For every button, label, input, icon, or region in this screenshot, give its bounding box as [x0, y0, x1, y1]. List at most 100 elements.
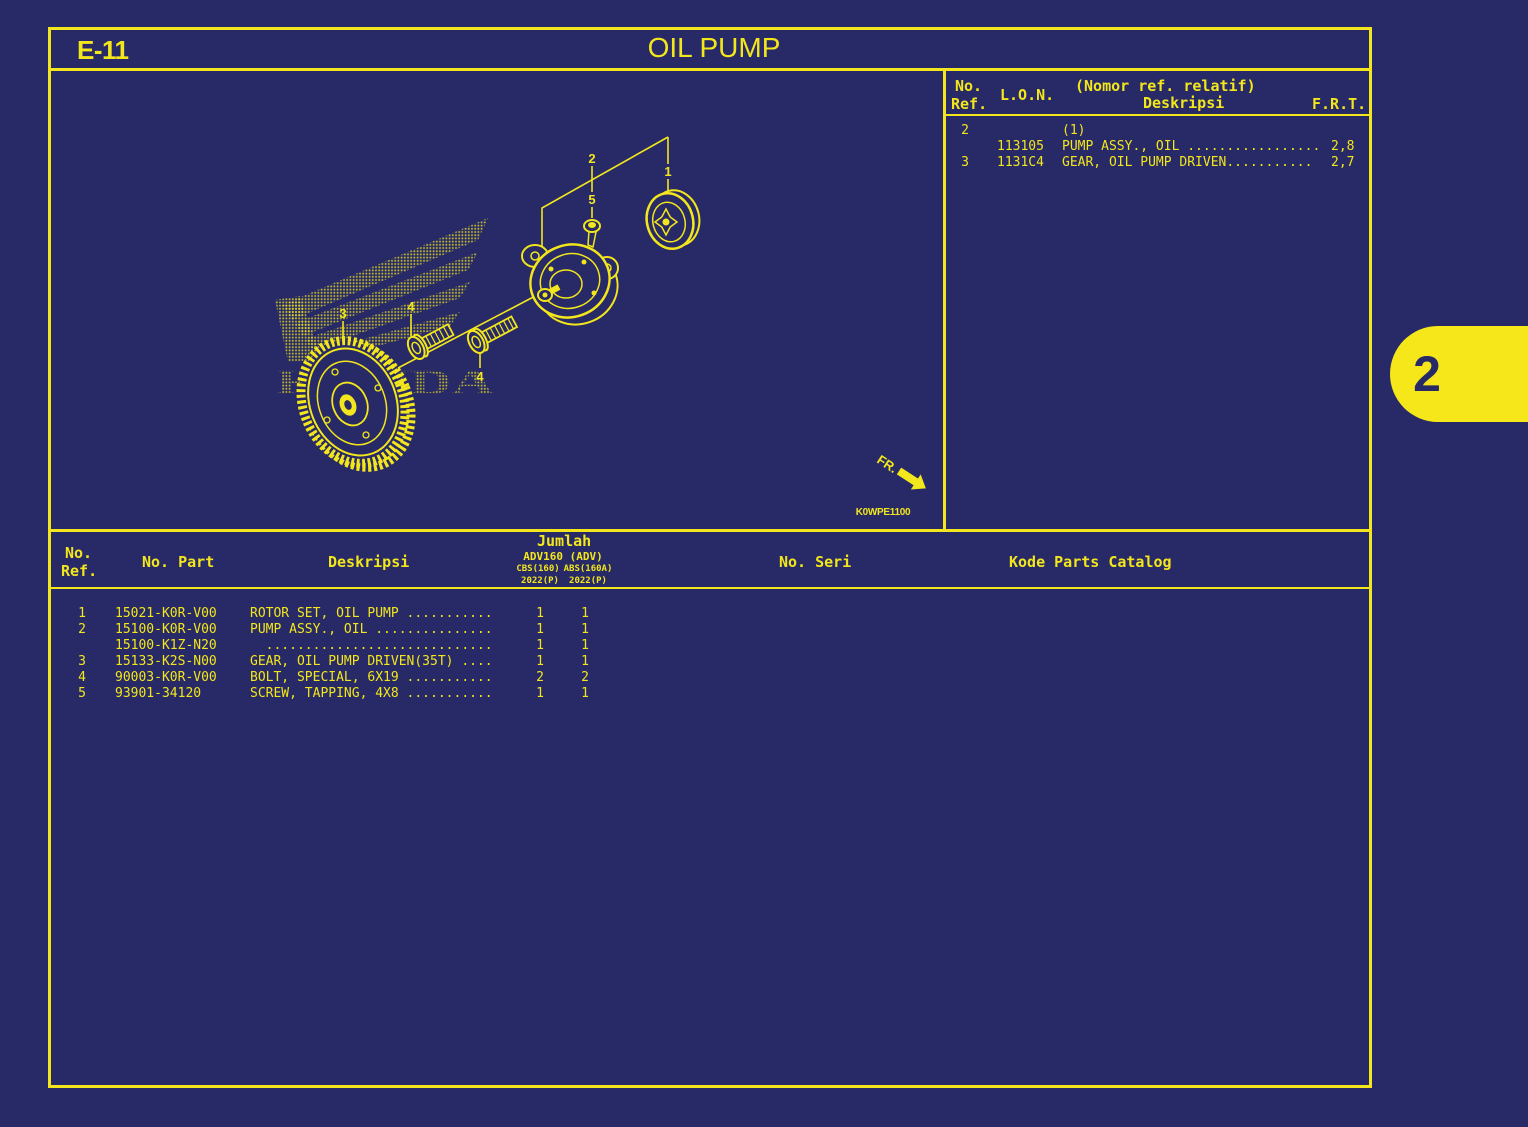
- part-number: 15100-K1Z-N20: [115, 638, 217, 653]
- bolt-head: [406, 335, 426, 361]
- part-description: PUMP ASSY., OIL ...............: [250, 622, 493, 637]
- table-header-year-2: 2022(P): [569, 576, 607, 586]
- special-bolt-b: [466, 315, 519, 355]
- gear-hub: [331, 381, 369, 427]
- reference-header-divider: [944, 114, 1371, 116]
- diagram-panel-divider: [943, 70, 946, 531]
- title-divider: [48, 68, 1372, 71]
- callouts: 2 1 5 3 4 4: [339, 151, 671, 384]
- table-row: 5 93901-34120 SCREW, TAPPING, 4X8 ......…: [0, 686, 1528, 702]
- ref-description: PUMP ASSY., OIL .................: [1062, 139, 1321, 154]
- part-number: 15021-K0R-V00: [115, 606, 217, 621]
- ref-number: [958, 139, 972, 155]
- quantity-cbs: 1: [536, 606, 544, 621]
- rotor-outer-inner-edge: [651, 201, 687, 243]
- rotor-set: [645, 189, 701, 250]
- ref-number: 3: [78, 654, 86, 669]
- quantity-abs: 1: [581, 686, 589, 701]
- special-bolt-a: [406, 323, 455, 361]
- gear-web-hole: [362, 431, 370, 439]
- pump-face-hole: [548, 266, 554, 272]
- frt-value: 2,7: [1331, 155, 1355, 170]
- table-header-no: No.: [65, 544, 93, 562]
- table-row: 4 90003-K0R-V00 BOLT, SPECIAL, 6X19 ....…: [0, 670, 1528, 686]
- callout-rotor-set: 1: [664, 164, 671, 179]
- quantity-abs: 1: [581, 606, 589, 621]
- section-code: E-11: [77, 35, 129, 65]
- logo-wing-feather: [295, 252, 478, 336]
- table-header-variant-1: CBS(160): [516, 564, 560, 574]
- table-header-catalog-code: Kode Parts Catalog: [1009, 553, 1172, 571]
- part-number: 15100-K0R-V00: [115, 622, 217, 637]
- ref-panel-row: 113105 PUMP ASSY., OIL .................…: [0, 139, 1528, 155]
- table-header-year-1: 2022(P): [521, 576, 559, 586]
- table-row: 2 15100-K0R-V00 PUMP ASSY., OIL ........…: [0, 622, 1528, 638]
- rotor-inner-lobes: [653, 207, 679, 237]
- ref-number: 5: [78, 686, 86, 701]
- leader-line: [541, 136, 669, 248]
- part-description: GEAR, OIL PUMP DRIVEN(35T) ....: [250, 654, 493, 669]
- table-top-divider: [48, 529, 1372, 532]
- part-number: 15133-K2S-N00: [115, 654, 217, 669]
- ref-panel-header-description: Deskripsi: [1143, 94, 1225, 112]
- quantity-abs: 1: [581, 638, 589, 653]
- table-header-part-no: No. Part: [142, 553, 215, 571]
- pump-shaft-center: [542, 292, 548, 298]
- logo-wing-feather: [282, 218, 488, 320]
- gear-bore: [344, 400, 352, 410]
- part-number: 93901-34120: [115, 686, 202, 701]
- part-description: ROTOR SET, OIL PUMP ...........: [250, 606, 493, 621]
- page-title: OIL PUMP: [647, 32, 781, 63]
- chapter-tab-label: 2: [1413, 346, 1441, 402]
- ref-number: 4: [78, 670, 86, 685]
- logo-wing-feather: [305, 282, 470, 350]
- chapter-tab[interactable]: 2: [1390, 326, 1528, 422]
- lon-code: 1131C4: [997, 155, 1044, 170]
- ref-panel-header-lon: L.O.N.: [1000, 86, 1055, 104]
- quantity-cbs: 1: [536, 654, 544, 669]
- ref-number: 3: [961, 155, 969, 170]
- quantity-cbs: 1: [536, 686, 544, 701]
- bolt-thread: [485, 318, 515, 341]
- quantity-abs: 2: [581, 670, 589, 685]
- callout-bolt-a: 4: [407, 299, 415, 314]
- oil-pump-assembly: [521, 243, 619, 326]
- ref-panel-header-no: No.: [955, 77, 983, 95]
- callout-tapping-screw: 5: [588, 192, 595, 207]
- callout-bolt-b: 4: [476, 369, 484, 384]
- table-header-description: Deskripsi: [328, 553, 410, 571]
- table-row: 15100-K1Z-N20 ..........................…: [0, 638, 1528, 654]
- screw-head-top: [588, 222, 596, 228]
- quantity-cbs: 1: [536, 622, 544, 637]
- pump-mount-hole: [530, 251, 540, 261]
- rotor-bore: [662, 218, 670, 226]
- logo-wing-base: [275, 296, 322, 362]
- ref-panel-row: 2 (1): [0, 123, 1528, 139]
- frt-value: 2,8: [1331, 139, 1355, 154]
- table-header-ref: Ref.: [61, 562, 98, 580]
- part-description: BOLT, SPECIAL, 6X19 ...........: [250, 670, 493, 685]
- pump-inner-ring: [549, 269, 583, 299]
- table-header-serial-no: No. Seri: [779, 553, 852, 571]
- ref-description: (1): [1062, 123, 1086, 138]
- ref-panel-header-relative-ref: (Nomor ref. relatif): [1075, 77, 1256, 95]
- ref-number: [72, 638, 92, 654]
- quantity-cbs: 2: [536, 670, 544, 685]
- quantity-abs: 1: [581, 654, 589, 669]
- screw-shank: [587, 230, 597, 249]
- quantity-abs: 1: [581, 622, 589, 637]
- bolt-socket: [471, 335, 482, 349]
- gear-web-hole: [374, 384, 382, 392]
- ref-number: 2: [961, 123, 969, 138]
- tapping-screw: [583, 219, 601, 249]
- bolt-socket: [411, 341, 422, 355]
- ref-panel-header-ref: Ref.: [951, 95, 988, 113]
- ref-panel-header-frt: F.R.T.: [1312, 95, 1367, 113]
- gear-web: [316, 360, 388, 446]
- page-frame: [48, 27, 1372, 1088]
- direction-label: FR.: [874, 452, 900, 476]
- callout-driven-gear: 3: [339, 306, 346, 321]
- table-row: 3 15133-K2S-N00 GEAR, OIL PUMP DRIVEN(35…: [0, 654, 1528, 670]
- table-header-variant-2: ABS(160A): [563, 564, 613, 574]
